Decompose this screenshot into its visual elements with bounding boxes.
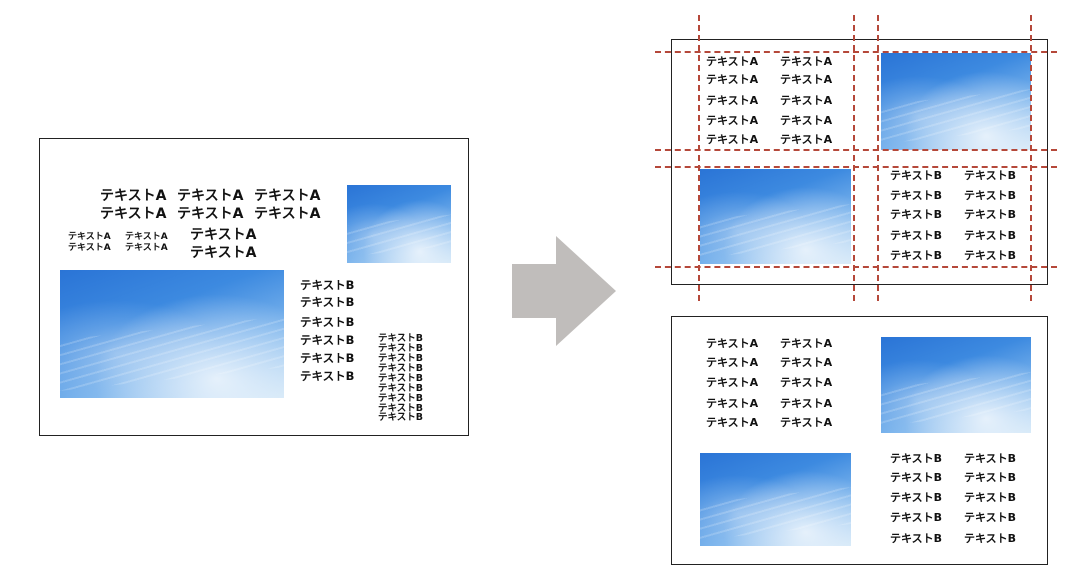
text-a: テキストA [780, 337, 833, 350]
text-a: テキストA [780, 416, 833, 429]
text-a: テキストA [190, 227, 257, 243]
text-b: テキストB [964, 452, 1017, 465]
text-a: テキストA [100, 188, 167, 204]
text-a: テキストA [254, 206, 321, 222]
text-a: テキストA [706, 114, 759, 127]
text-b: テキストB [890, 452, 943, 465]
text-a: テキストA [68, 232, 111, 242]
text-a: テキストA [706, 55, 759, 68]
grid-guide-vertical [1030, 15, 1032, 301]
sky-image [881, 337, 1031, 433]
right-arrow-icon [512, 236, 616, 346]
text-b: テキストB [300, 351, 355, 365]
grid-guide-vertical [698, 15, 700, 301]
text-a: テキストA [68, 243, 111, 253]
text-a: テキストA [100, 206, 167, 222]
text-b: テキストB [378, 363, 423, 374]
text-b: テキストB [964, 208, 1017, 221]
text-b: テキストB [300, 278, 355, 292]
text-b: テキストB [378, 393, 423, 404]
text-a: テキストA [125, 232, 168, 242]
text-b: テキストB [890, 229, 943, 242]
text-a: テキストA [706, 397, 759, 410]
text-a: テキストA [706, 416, 759, 429]
text-b: テキストB [964, 491, 1017, 504]
text-b: テキストB [890, 471, 943, 484]
text-a: テキストA [177, 206, 244, 222]
grid-guide-horizontal [655, 149, 1057, 151]
grid-guide-horizontal [655, 166, 1057, 168]
grid-guide-vertical [853, 15, 855, 301]
text-a: テキストA [706, 376, 759, 389]
text-a: テキストA [780, 133, 833, 146]
text-a: テキストA [780, 73, 833, 86]
text-b: テキストB [890, 511, 943, 524]
text-a: テキストA [177, 188, 244, 204]
text-b: テキストB [378, 412, 423, 423]
text-b: テキストB [300, 333, 355, 347]
text-a: テキストA [780, 55, 833, 68]
text-a: テキストA [706, 356, 759, 369]
grid-guide-horizontal [655, 266, 1057, 268]
text-a: テキストA [706, 133, 759, 146]
sky-image [700, 169, 851, 264]
text-a: テキストA [706, 94, 759, 107]
grid-layout-panel [671, 39, 1048, 285]
text-b: テキストB [964, 229, 1017, 242]
text-a: テキストA [780, 114, 833, 127]
text-a: テキストA [780, 397, 833, 410]
text-b: テキストB [964, 249, 1017, 262]
after-layout-panel [671, 316, 1048, 565]
text-a: テキストA [780, 356, 833, 369]
text-b: テキストB [890, 189, 943, 202]
text-a: テキストA [706, 337, 759, 350]
text-b: テキストB [378, 343, 423, 354]
text-b: テキストB [300, 315, 355, 329]
text-b: テキストB [378, 383, 423, 394]
text-a: テキストA [780, 94, 833, 107]
text-b: テキストB [300, 295, 355, 309]
grid-guide-vertical [877, 15, 879, 301]
text-b: テキストB [890, 532, 943, 545]
text-b: テキストB [300, 369, 355, 383]
text-b: テキストB [890, 169, 943, 182]
text-a: テキストA [254, 188, 321, 204]
text-b: テキストB [964, 169, 1017, 182]
text-b: テキストB [378, 373, 423, 384]
text-a: テキストA [190, 245, 257, 261]
text-b: テキストB [964, 471, 1017, 484]
text-a: テキストA [780, 376, 833, 389]
text-b: テキストB [964, 532, 1017, 545]
text-b: テキストB [378, 353, 423, 364]
text-a: テキストA [125, 243, 168, 253]
sky-image [60, 270, 284, 398]
text-b: テキストB [964, 189, 1017, 202]
text-b: テキストB [890, 491, 943, 504]
grid-guide-horizontal [655, 51, 1057, 53]
text-b: テキストB [378, 403, 423, 414]
text-b: テキストB [964, 511, 1017, 524]
sky-image [347, 185, 451, 263]
before-layout-panel [39, 138, 469, 436]
text-b: テキストB [890, 208, 943, 221]
sky-image [881, 53, 1031, 150]
text-b: テキストB [378, 333, 423, 344]
sky-image [700, 453, 851, 546]
text-a: テキストA [706, 73, 759, 86]
text-b: テキストB [890, 249, 943, 262]
